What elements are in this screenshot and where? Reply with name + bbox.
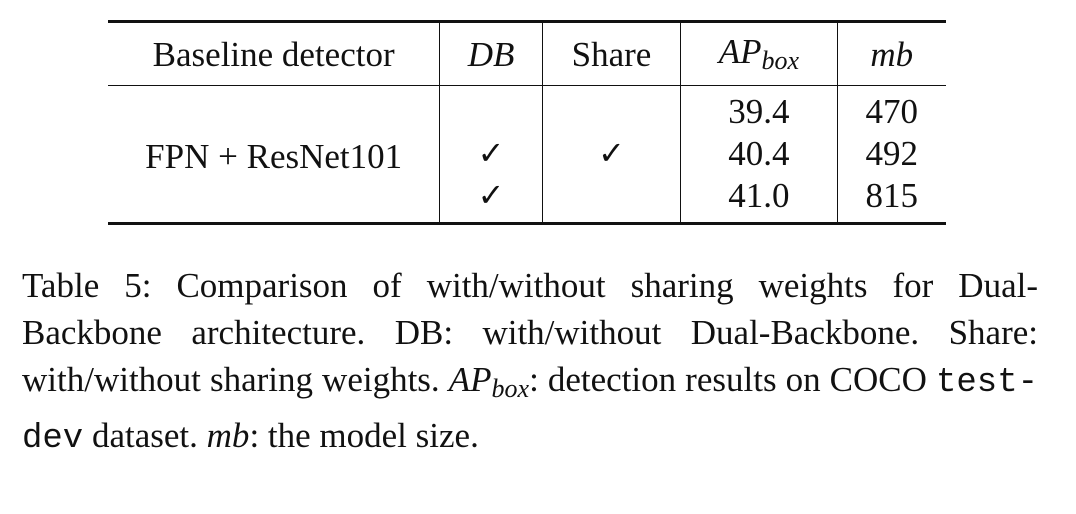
caption-ap-main: AP: [448, 360, 492, 399]
header-mb: mb: [837, 21, 946, 86]
ap-cell: 40.4: [680, 132, 838, 174]
caption-ap-sub: box: [491, 374, 530, 403]
table-row: FPN + ResNet101 39.4 470: [108, 85, 946, 224]
ap-cell: 41.0: [680, 174, 838, 224]
detector-name-cell: FPN + ResNet101: [108, 85, 441, 224]
results-table: Baseline detector DB Share APbox mb FPN …: [108, 20, 946, 225]
header-ap-box: APbox: [680, 21, 838, 86]
ap-cell: 39.4: [680, 85, 838, 132]
mb-cell: 492: [865, 133, 919, 173]
share-cell: [542, 85, 682, 132]
caption-text-1: Table 5: Comparison of with/without shar…: [22, 266, 1038, 399]
header-share: Share: [542, 21, 682, 86]
db-cell: [439, 85, 543, 132]
share-cell: ✓: [542, 132, 682, 174]
table-row: ✓ 41.0 815: [108, 174, 946, 224]
mb-cell: 470: [865, 91, 919, 131]
caption-dataset-name: test-dev: [22, 364, 1039, 458]
caption-mb: mb: [206, 416, 250, 455]
header-ap-main: AP: [718, 32, 762, 71]
db-cell: ✓: [439, 174, 543, 224]
table-header-row: Baseline detector DB Share APbox mb: [108, 21, 946, 86]
caption-text-3: dataset.: [83, 416, 207, 455]
table-row: ✓ ✓ 40.4 492: [108, 132, 946, 174]
db-cell: ✓: [439, 132, 543, 174]
header-baseline-detector: Baseline detector: [108, 21, 441, 86]
header-ap-sub: box: [761, 46, 800, 75]
results-table-container: Baseline detector DB Share APbox mb FPN …: [108, 20, 946, 225]
share-cell: [542, 174, 682, 224]
table-caption: Table 5: Comparison of with/without shar…: [22, 262, 1038, 463]
mb-cell: 815: [865, 175, 919, 215]
caption-text-4: : the model size.: [249, 416, 479, 455]
header-db: DB: [439, 21, 543, 86]
caption-text-2: : detection results on COCO: [529, 360, 936, 399]
